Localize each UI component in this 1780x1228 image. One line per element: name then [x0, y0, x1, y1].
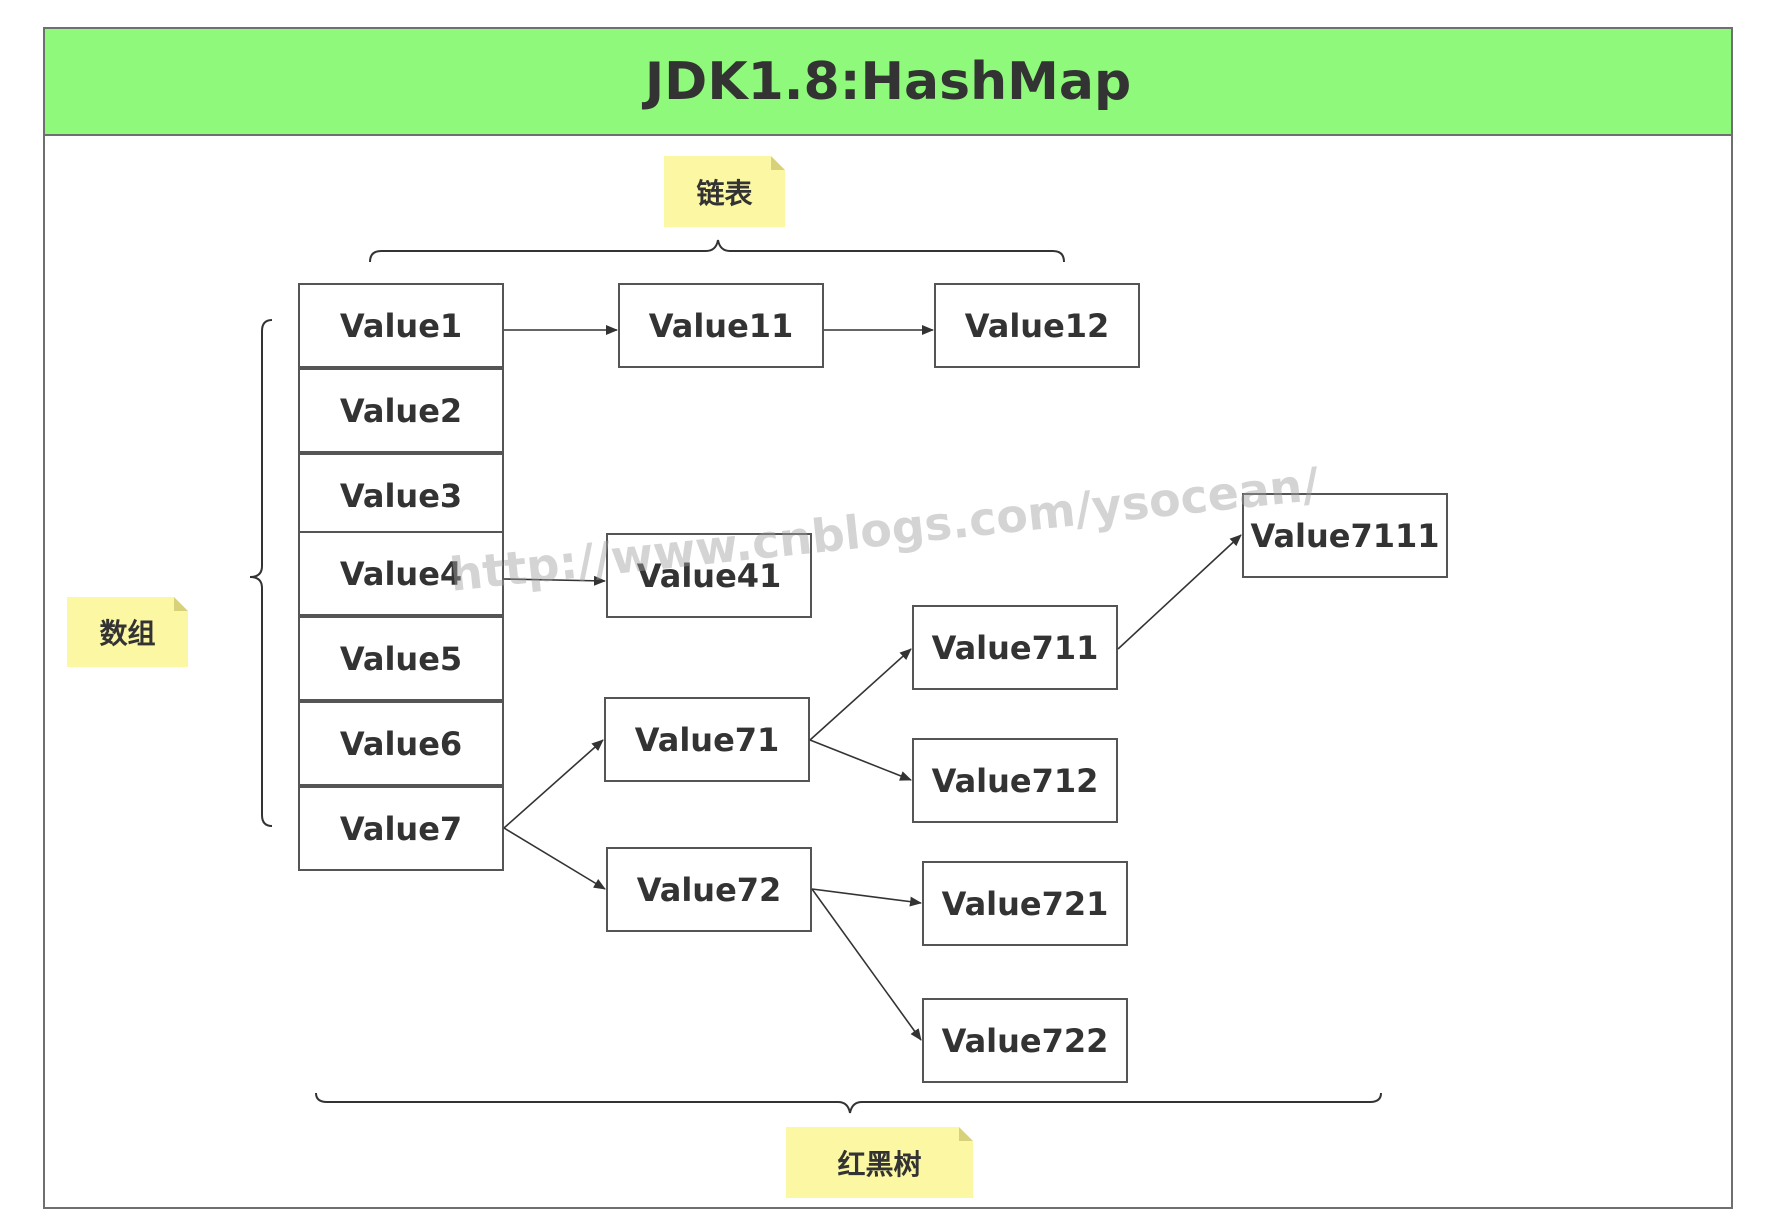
node-value12: Value12 — [934, 283, 1140, 368]
note-linked-list: 链表 — [664, 156, 785, 227]
array-cell-value7: Value7 — [298, 786, 504, 871]
array-cell-value2: Value2 — [298, 368, 504, 453]
node-value71: Value71 — [604, 697, 810, 782]
node-value72: Value72 — [606, 847, 812, 932]
node-value11: Value11 — [618, 283, 824, 368]
arrow-value72-to-value722 — [811, 888, 922, 1041]
arrow-value7-to-value71 — [503, 739, 604, 829]
node-value711: Value711 — [912, 605, 1118, 690]
arrow-value71-to-value712 — [809, 739, 912, 781]
array-cell-value4: Value4 — [298, 531, 504, 616]
array-brace — [249, 319, 273, 827]
array-cell-value5: Value5 — [298, 616, 504, 701]
arrow-value7-to-value72 — [503, 827, 606, 890]
array-cell-value6: Value6 — [298, 701, 504, 786]
linked-list-brace — [369, 239, 1065, 263]
arrow-value72-to-value721 — [811, 888, 922, 907]
node-value712: Value712 — [912, 738, 1118, 823]
node-value7111: Value7111 — [1242, 493, 1448, 578]
arrow-value71-to-value711 — [809, 648, 912, 741]
arrow-value711-to-value7111 — [1117, 534, 1242, 650]
red-black-tree-brace — [315, 1092, 1382, 1114]
diagram-title: JDK1.8:HashMap — [43, 27, 1733, 136]
node-value41: Value41 — [606, 533, 812, 618]
node-value722: Value722 — [922, 998, 1128, 1083]
note-array: 数组 — [67, 597, 188, 667]
note-red-black-tree: 红黑树 — [786, 1127, 973, 1198]
node-value721: Value721 — [922, 861, 1128, 946]
array-cell-value1: Value1 — [298, 283, 504, 368]
arrow-value4-to-value41 — [503, 575, 606, 586]
